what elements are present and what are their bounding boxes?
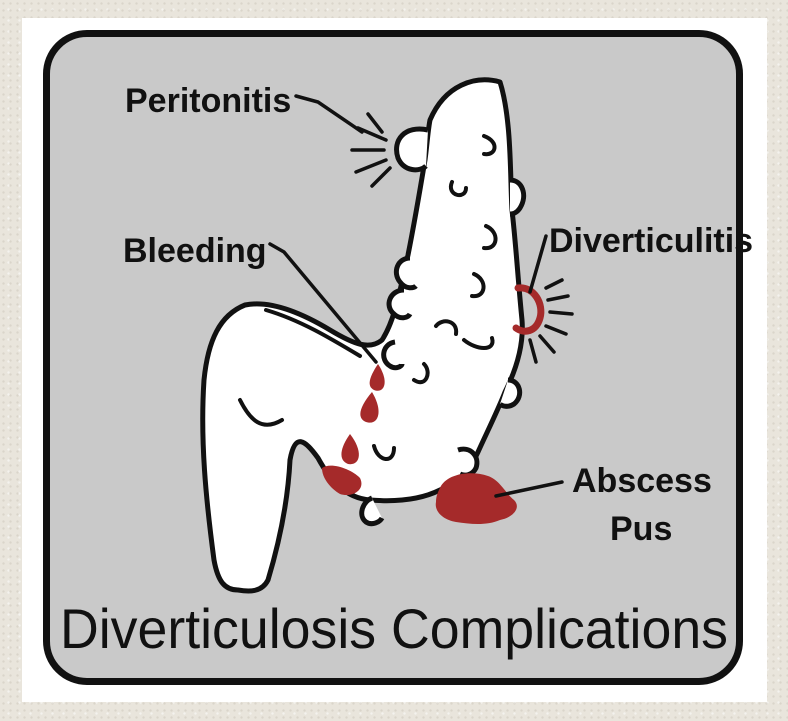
label-peritonitis: Peritonitis [125,82,291,120]
leader-abscess [496,482,562,496]
pouch-bottom-right [458,449,477,475]
leader-peritonitis [296,96,362,132]
label-pus: Pus [610,510,672,548]
leader-diverticulitis [530,236,546,292]
peritonitis-burst [352,114,390,186]
label-bleeding: Bleeding [123,232,267,270]
abscess-blob [436,473,517,524]
label-abscess: Abscess [572,462,712,500]
pouch-top [397,129,428,170]
label-diverticulitis: Diverticulitis [549,222,753,260]
pouch-right-1 [510,180,524,214]
diagram-title: Diverticulosis Complications [60,597,728,660]
